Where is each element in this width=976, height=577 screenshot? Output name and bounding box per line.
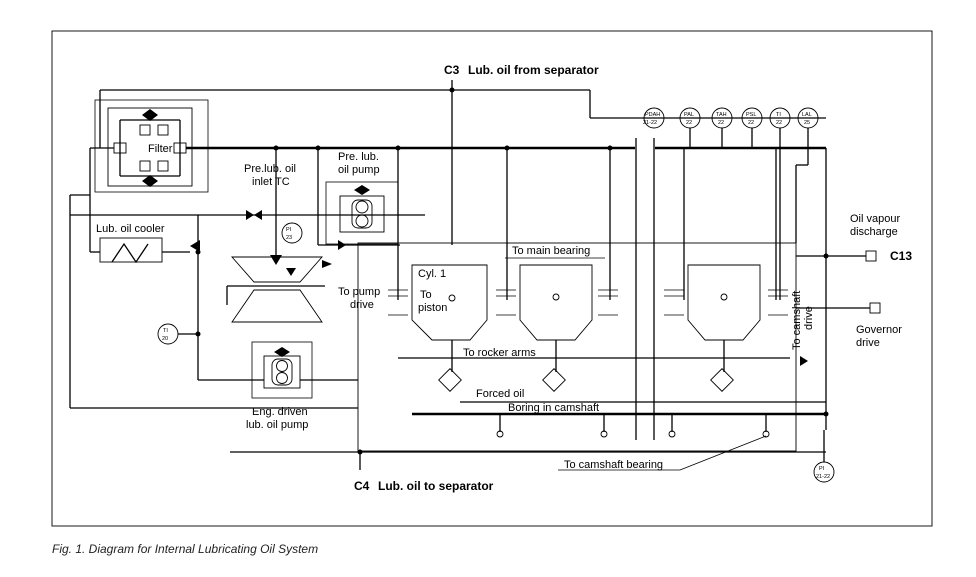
engine-block	[357, 242, 797, 452]
filter-label: Filter	[148, 143, 173, 155]
diagram-frame	[51, 30, 933, 527]
to-main-bearing-label: To main bearing	[512, 245, 590, 257]
valve-icon	[142, 109, 158, 121]
filter-enclosure	[94, 99, 209, 193]
to-rocker-arms-label: To rocker arms	[463, 347, 536, 359]
engine-pump-enclosure	[251, 341, 313, 399]
cylinder-1-crank	[411, 264, 488, 341]
oil-cooler	[99, 237, 163, 263]
pdah-gauge	[643, 107, 665, 129]
junction-dots	[195, 87, 829, 455]
turbocharger	[231, 256, 323, 283]
svg-text:drive: drive	[856, 337, 880, 349]
forced-oil-label: Forced oil	[476, 388, 524, 400]
svg-text:PDAH: PDAH	[645, 112, 660, 118]
oil-vapour-label: Oil vapour	[850, 213, 900, 225]
governor-drive-icon	[869, 302, 881, 314]
svg-text:TAH: TAH	[716, 112, 727, 118]
svg-text:21-22: 21-22	[816, 474, 830, 480]
to-pump-drive-label: To pump	[338, 286, 380, 298]
svg-text:drive: drive	[803, 306, 815, 330]
c3-code: C3	[444, 63, 460, 77]
svg-text:oil pump: oil pump	[338, 164, 380, 176]
svg-text:drive: drive	[350, 299, 374, 311]
svg-text:inlet TC: inlet TC	[252, 176, 290, 188]
c13-code: C13	[890, 249, 912, 263]
svg-text:To: To	[420, 289, 432, 301]
pi-23-gauge	[281, 222, 303, 244]
filter-element	[139, 124, 151, 136]
svg-text:22: 22	[718, 120, 724, 126]
svg-text:discharge: discharge	[850, 226, 898, 238]
prelub-inlet-label: Pre.lub. oil	[244, 163, 296, 175]
c4-label: Lub. oil to separator	[378, 479, 494, 493]
svg-text:PSL: PSL	[746, 112, 756, 118]
vapour-outlet-icon	[865, 250, 877, 262]
bearing-marks	[388, 289, 788, 316]
c3-label: Lub. oil from separator	[468, 63, 599, 77]
cooler-label: Lub. oil cooler	[96, 223, 165, 235]
svg-text:21-22: 21-22	[643, 120, 657, 126]
svg-text:25: 25	[804, 120, 810, 126]
svg-text:22: 22	[748, 120, 754, 126]
svg-text:TI: TI	[163, 328, 168, 334]
svg-text:PAL: PAL	[684, 112, 694, 118]
svg-text:PI: PI	[286, 227, 292, 233]
svg-text:lub. oil pump: lub. oil pump	[246, 419, 308, 431]
boring-camshaft-label: Boring in camshaft	[508, 402, 599, 414]
to-camshaft-drive-label: To camshaft	[791, 291, 803, 350]
cyl1-label: Cyl. 1	[418, 268, 446, 280]
engine-pump-icon	[271, 358, 293, 386]
svg-text:20: 20	[162, 336, 168, 342]
svg-text:23: 23	[286, 235, 292, 241]
svg-text:TI: TI	[776, 112, 781, 118]
svg-text:22: 22	[776, 120, 782, 126]
figure-caption: Fig. 1. Diagram for Internal Lubricating…	[52, 542, 319, 556]
svg-text:LAL: LAL	[802, 112, 812, 118]
check-valve-icon	[246, 210, 262, 220]
pump-icon	[351, 199, 373, 229]
governor-label: Governor	[856, 324, 902, 336]
svg-text:PI: PI	[819, 466, 825, 472]
svg-text:22: 22	[686, 120, 692, 126]
eng-pump-label: Eng. driven	[252, 406, 308, 418]
to-piston-label: piston	[418, 302, 447, 314]
forced-oil-valve-icon	[438, 368, 462, 392]
to-camshaft-bearing-label: To camshaft bearing	[564, 459, 663, 471]
cylinder-n-crank	[687, 264, 761, 341]
prelub-pump-label: Pre. lub.	[338, 151, 379, 163]
cylinder-2-crank	[519, 264, 593, 341]
c4-code: C4	[354, 479, 370, 493]
